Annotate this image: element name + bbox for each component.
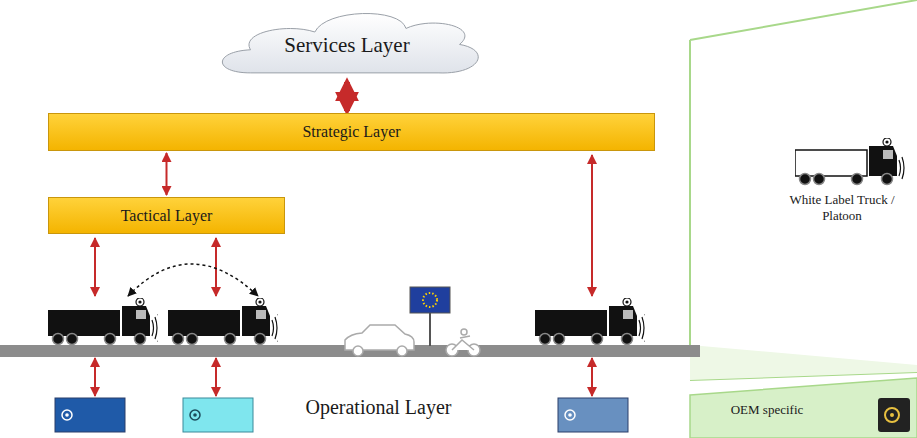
layer-arrow	[95, 155, 592, 396]
eu-sign	[410, 287, 450, 346]
layer-connector	[166, 153, 168, 195]
layer-connector	[344, 82, 350, 111]
platoon-link	[128, 264, 258, 296]
layer-bar: Strategic Layer	[48, 113, 655, 151]
layer-label: Operational Layer	[296, 396, 461, 419]
truck	[48, 298, 161, 345]
layer-title: Tactical Layer	[121, 207, 213, 225]
oem-wedge	[690, 0, 917, 438]
layer-title: Services Layer	[284, 23, 409, 58]
wedge-label: OEM specific	[712, 402, 822, 418]
layer-title: Strategic Layer	[302, 123, 400, 141]
truck	[168, 298, 281, 345]
white-label-truck	[795, 138, 904, 185]
safe-icon	[878, 398, 910, 432]
layer-bar: Tactical Layer	[48, 197, 285, 234]
motorbike-symbol	[446, 329, 480, 356]
truck	[535, 298, 648, 345]
car-symbol	[345, 325, 414, 356]
service-cloud: Services Layer	[213, 0, 481, 80]
vehicle-label: White Label Truck / Platoon	[772, 192, 912, 224]
